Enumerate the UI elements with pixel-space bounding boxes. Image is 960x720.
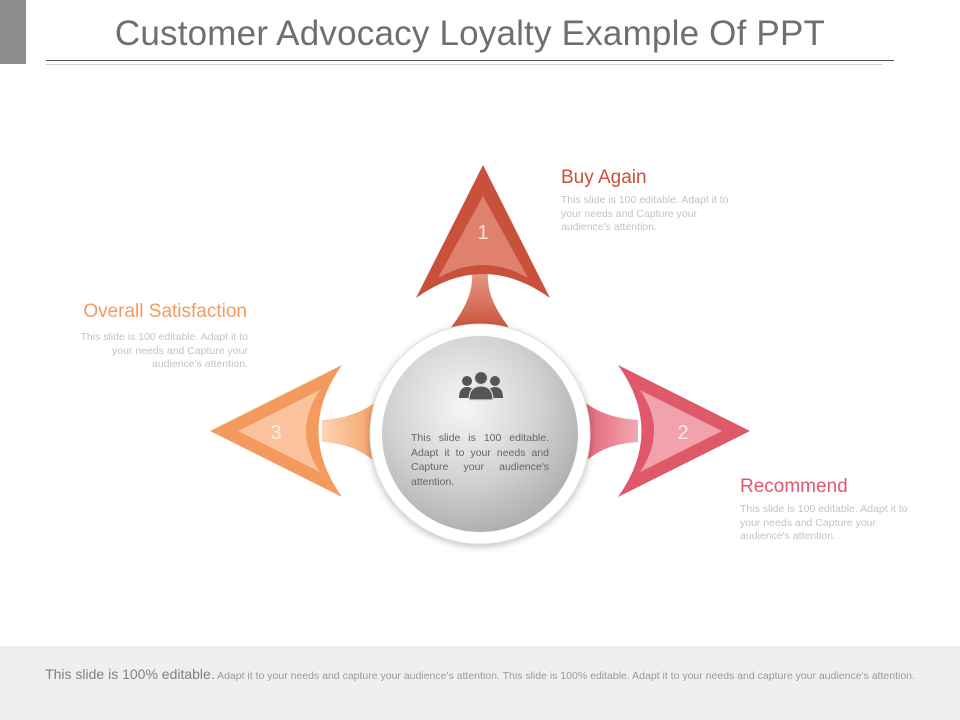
center-ring-edge — [369, 323, 591, 545]
stem-left — [322, 396, 384, 470]
arrow-1-number: 1 — [477, 222, 488, 244]
corner-accent — [0, 0, 26, 64]
slide-title: Customer Advocacy Loyalty Example Of PPT — [114, 14, 826, 53]
title-rule — [46, 60, 894, 61]
footer-lead: This slide is 100% editable. — [45, 666, 215, 682]
arrow-3-inner — [238, 390, 320, 472]
people-group-icon — [459, 370, 503, 401]
footer-bar — [0, 646, 960, 720]
item-1-text: This slide is 100 editable. Adapt it to … — [561, 194, 729, 233]
arrow-2-inner — [640, 390, 722, 472]
arrow-1-inner — [438, 196, 528, 278]
stem-right — [576, 396, 638, 470]
center-ball — [382, 336, 578, 532]
item-2-text: This slide is 100 editable. Adapt it to … — [740, 503, 908, 542]
item-1-heading: Buy Again — [561, 167, 647, 188]
stem-top — [448, 270, 512, 332]
item-2-heading: Recommend — [740, 476, 848, 497]
arrow-2-number: 2 — [677, 422, 688, 444]
item-3-heading: Overall Satisfaction — [83, 301, 247, 322]
item-3-text: This slide is 100 editable. Adapt it to … — [80, 331, 248, 370]
footer-text: This slide is 100% editable. Adapt it to… — [30, 667, 930, 683]
footer-body: Adapt it to your needs and capture your … — [217, 670, 915, 682]
center-text: This slide is 100 editable. Adapt it to … — [411, 432, 549, 488]
title-rule-shadow — [46, 64, 882, 65]
arrow-2: 2 — [618, 365, 750, 497]
arrow-1: 1 — [416, 165, 550, 298]
arrow-3-number: 3 — [270, 422, 281, 444]
arrow-3: 3 — [210, 365, 342, 497]
